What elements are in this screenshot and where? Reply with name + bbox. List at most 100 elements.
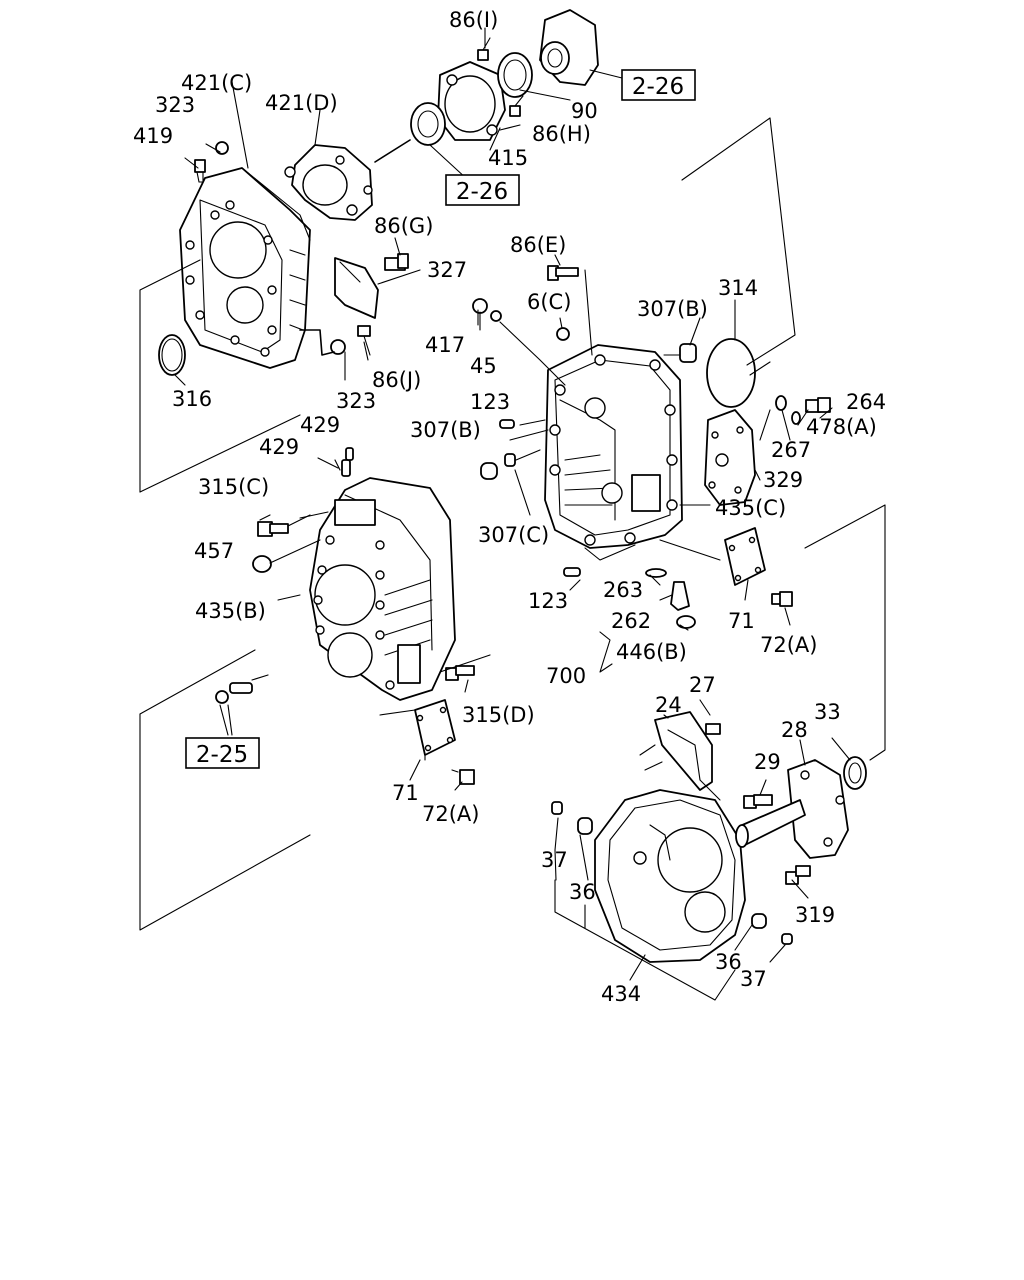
housing-435c xyxy=(544,344,683,549)
ref-box-2-26-mid[interactable]: 2-26 xyxy=(445,174,520,206)
retainer-415 xyxy=(437,61,506,141)
label-319: 319 xyxy=(795,903,835,927)
stud-2-25 xyxy=(215,674,269,704)
leader-lines xyxy=(139,27,886,1001)
label-37-right: 37 xyxy=(740,967,767,991)
label-86e: 86(E) xyxy=(510,233,566,257)
label-27: 27 xyxy=(689,673,716,697)
nut-37-right xyxy=(781,933,793,945)
label-86h: 86(H) xyxy=(532,122,591,146)
label-315d: 315(D) xyxy=(462,703,535,727)
label-435c: 435(C) xyxy=(715,496,786,520)
label-435b: 435(B) xyxy=(195,599,266,623)
label-24: 24 xyxy=(655,693,682,717)
bolt-86h xyxy=(509,95,524,117)
housing-435b xyxy=(309,477,456,701)
label-327: 327 xyxy=(427,258,467,282)
pin-123-top xyxy=(499,419,515,429)
label-314: 314 xyxy=(718,276,758,300)
ref-box-2-26-top[interactable]: 2-26 xyxy=(621,69,696,101)
label-71-upper: 71 xyxy=(728,609,755,633)
plug-457 xyxy=(252,555,272,573)
bolt-27 xyxy=(705,723,721,735)
label-323-bottom: 323 xyxy=(336,389,376,413)
part-labels: 86(I) 421(C) 421(D) 323 419 90 86(H) 415… xyxy=(133,8,886,1006)
bolt-264 xyxy=(805,397,831,413)
label-429-bottom: 429 xyxy=(259,435,299,459)
bolt-72a-lower xyxy=(451,769,475,785)
washer-267 xyxy=(775,395,787,411)
label-421c: 421(C) xyxy=(181,71,252,95)
flange-top xyxy=(539,9,599,86)
label-36-left: 36 xyxy=(569,880,596,904)
bolt-419 xyxy=(194,159,206,183)
label-316: 316 xyxy=(172,387,212,411)
nut-37-left xyxy=(551,801,563,815)
label-6c: 6(C) xyxy=(527,290,571,314)
label-262: 262 xyxy=(611,609,651,633)
ring-263 xyxy=(645,568,667,578)
dowel-307b-top xyxy=(679,343,697,363)
bolt-86j xyxy=(357,325,371,356)
label-72a-top: 72(A) xyxy=(760,633,817,657)
nut-6c xyxy=(556,327,570,341)
label-415: 415 xyxy=(488,146,528,170)
label-45: 45 xyxy=(470,354,497,378)
cover-421d xyxy=(284,144,373,221)
plug-417 xyxy=(472,298,488,314)
label-417: 417 xyxy=(425,333,465,357)
dowel-307b-mid xyxy=(480,462,498,480)
label-37-left: 37 xyxy=(541,848,568,872)
plug-446b xyxy=(676,615,696,629)
bolt-86g xyxy=(384,253,409,271)
plug-262 xyxy=(670,581,690,611)
label-267: 267 xyxy=(771,438,811,462)
bolt-72a-upper xyxy=(771,591,793,607)
seal-bearing xyxy=(410,102,446,146)
label-123-top: 123 xyxy=(470,390,510,414)
pin-429 xyxy=(341,447,354,477)
label-28: 28 xyxy=(781,718,808,742)
label-478a: 478(A) xyxy=(806,415,877,439)
housing-421c xyxy=(179,167,311,369)
ref-label-2-26-mid: 2-26 xyxy=(456,179,508,205)
bolt-315c xyxy=(257,521,289,537)
label-429-top: 429 xyxy=(300,413,340,437)
label-86j: 86(J) xyxy=(372,368,421,392)
ref-box-2-25[interactable]: 2-25 xyxy=(185,737,260,769)
bolt-319 xyxy=(785,865,811,885)
label-329: 329 xyxy=(763,468,803,492)
label-33: 33 xyxy=(814,700,841,724)
housing-28 xyxy=(735,759,849,859)
label-700: 700 xyxy=(546,664,586,688)
pin-123-bottom xyxy=(563,567,581,577)
label-264: 264 xyxy=(846,390,886,414)
label-446b: 446(B) xyxy=(616,640,687,664)
label-90: 90 xyxy=(571,99,598,123)
housing-434 xyxy=(594,789,746,963)
bolt-86i xyxy=(477,37,491,61)
label-421d: 421(D) xyxy=(265,91,338,115)
dowel-36-left xyxy=(577,817,593,835)
label-307b-mid: 307(B) xyxy=(410,418,481,442)
oring-316 xyxy=(158,334,186,376)
label-71-lower: 71 xyxy=(392,781,419,805)
dowel-36-right xyxy=(751,913,767,929)
label-315c: 315(C) xyxy=(198,475,269,499)
plate-24 xyxy=(654,711,713,791)
oring-314 xyxy=(706,338,756,408)
ref-label-2-26-top: 2-26 xyxy=(632,74,684,100)
label-434: 434 xyxy=(601,982,641,1006)
plate-329 xyxy=(704,409,756,506)
label-323-top: 323 xyxy=(155,93,195,117)
cover-71-lower xyxy=(414,699,456,756)
label-307c: 307(C) xyxy=(478,523,549,547)
cover-71-upper xyxy=(724,527,766,586)
dowel-307c xyxy=(504,453,516,467)
label-419: 419 xyxy=(133,124,173,148)
label-123-bottom: 123 xyxy=(528,589,568,613)
bolt-29 xyxy=(743,794,773,809)
label-72a-bottom: 72(A) xyxy=(422,802,479,826)
